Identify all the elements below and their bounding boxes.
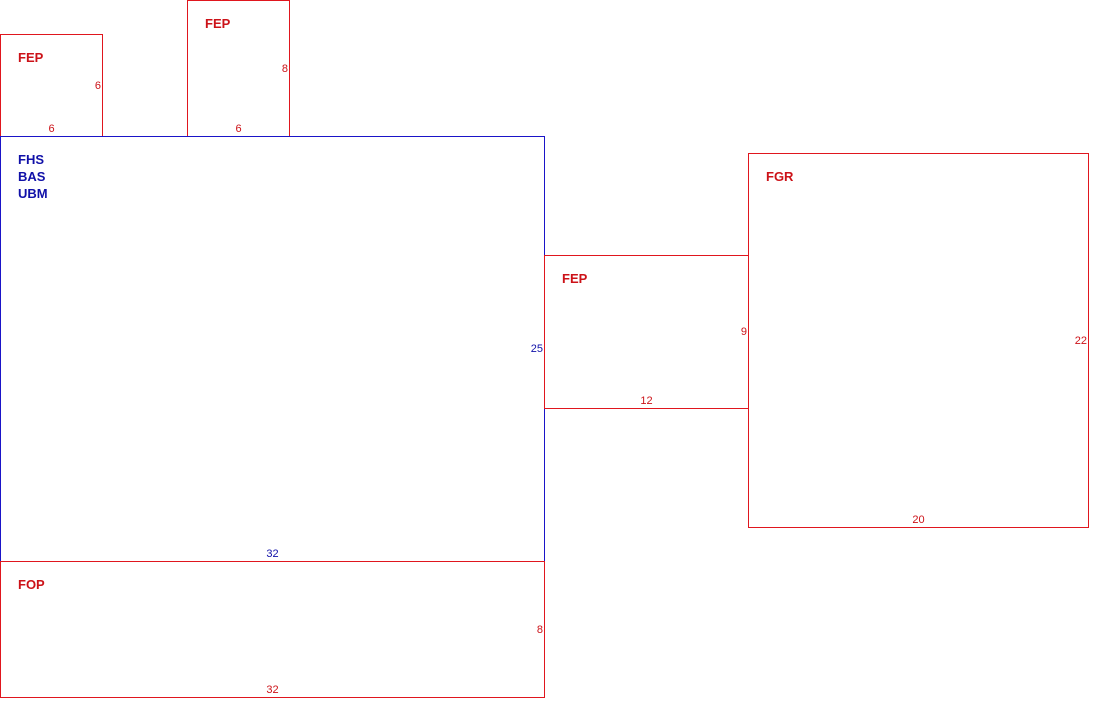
room-width-dimension: 32 bbox=[266, 548, 279, 560]
room-fep-mid-right[interactable]: FEP 9 12 bbox=[544, 255, 749, 409]
room-label-line: UBM bbox=[18, 186, 48, 201]
room-height-dimension: 8 bbox=[536, 623, 543, 636]
room-fgr[interactable]: FGR 22 20 bbox=[748, 153, 1089, 528]
room-label: FOP bbox=[18, 577, 45, 592]
room-width-dimension: 20 bbox=[912, 514, 925, 526]
room-label-line: FHS bbox=[18, 152, 44, 167]
room-height-dimension: 22 bbox=[1074, 334, 1087, 347]
room-fep-top-mid[interactable]: FEP 8 6 bbox=[187, 0, 290, 137]
room-height-dimension: 6 bbox=[94, 79, 101, 92]
room-width-dimension: 6 bbox=[48, 123, 55, 135]
room-label-main: FHS BAS UBM bbox=[18, 151, 48, 202]
room-height-dimension: 8 bbox=[281, 62, 288, 75]
room-label: FEP bbox=[205, 16, 231, 31]
room-label-line: BAS bbox=[18, 169, 46, 184]
room-fep-top-left[interactable]: FEP 6 6 bbox=[0, 34, 103, 137]
room-label: FEP bbox=[562, 271, 588, 286]
room-label: FGR bbox=[766, 169, 794, 184]
room-main[interactable]: FHS BAS UBM 25 32 bbox=[0, 136, 545, 562]
room-height-dimension: 9 bbox=[740, 326, 747, 338]
room-width-dimension: 32 bbox=[266, 684, 279, 696]
room-fop[interactable]: FOP 8 32 bbox=[0, 561, 545, 698]
room-label: FEP bbox=[18, 50, 44, 65]
room-height-dimension: 25 bbox=[530, 343, 543, 355]
room-width-dimension: 12 bbox=[640, 395, 653, 407]
room-width-dimension: 6 bbox=[235, 123, 242, 135]
